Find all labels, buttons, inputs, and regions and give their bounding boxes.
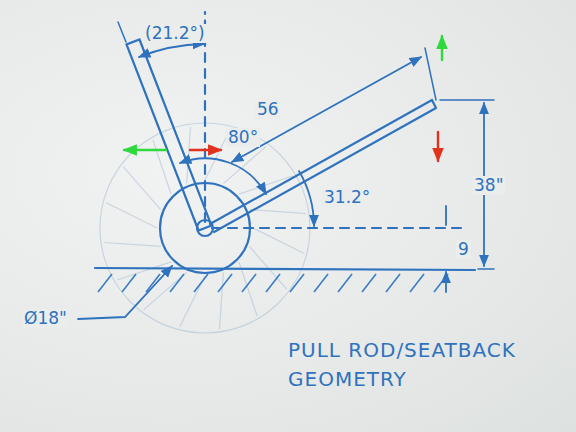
ghost-spoke [223,146,266,183]
ground-hatch [338,274,352,292]
force-arrow [441,36,443,60]
ground-hatch [386,274,400,292]
ghost-spoke [106,203,157,228]
ghost-spoke [144,272,187,309]
ground-line [95,268,475,270]
ground-hatch [122,274,136,292]
ground-hatch [290,274,304,292]
length-dimension [232,57,421,162]
ground-hatch [266,274,280,292]
ghost-spoke [104,243,161,247]
ground-hatch [242,274,256,292]
ghost-spoke [220,272,224,329]
ghost-spoke [123,167,160,210]
ghost-spoke [187,127,191,184]
ghost-spoke [239,262,257,316]
ghost-spoke [253,228,304,253]
angle-dimension-label: 31.2° [322,188,372,207]
ghost-spoke [117,262,171,280]
angle-dimension [139,44,204,57]
height-dimension-label: 38" [472,176,505,195]
pull-rod [210,100,436,232]
force-arrow [437,132,439,161]
leader-line [78,266,172,319]
extension-line [425,48,436,100]
force-arrow [190,149,221,151]
angle-dimension [180,158,266,194]
sketch-title: PULL ROD/SEATBACK GEOMETRY [288,336,558,394]
ground-hatch [362,274,376,292]
ground-hatch [170,274,184,292]
angle-dimension-label: (21.2°) [143,24,207,43]
diameter-label: Ø18" [22,309,69,328]
angle-dimension [299,171,314,226]
centre-line [212,227,465,229]
ground-hatch [194,274,208,292]
ground-hatch [218,274,232,292]
height-dimension-label: 9 [456,240,471,259]
seatback-tube [127,40,212,231]
ground-hatch [146,274,160,292]
ground-hatch [314,274,328,292]
length-dimension-label: 56 [255,100,281,119]
force-arrow [124,149,166,151]
ghost-spoke [153,140,171,194]
ghost-spoke [249,210,306,214]
height-dimension [445,206,447,292]
angle-dimension-label: 80° [226,128,260,147]
ground-hatch [98,274,112,292]
ground-hatch [410,274,424,292]
